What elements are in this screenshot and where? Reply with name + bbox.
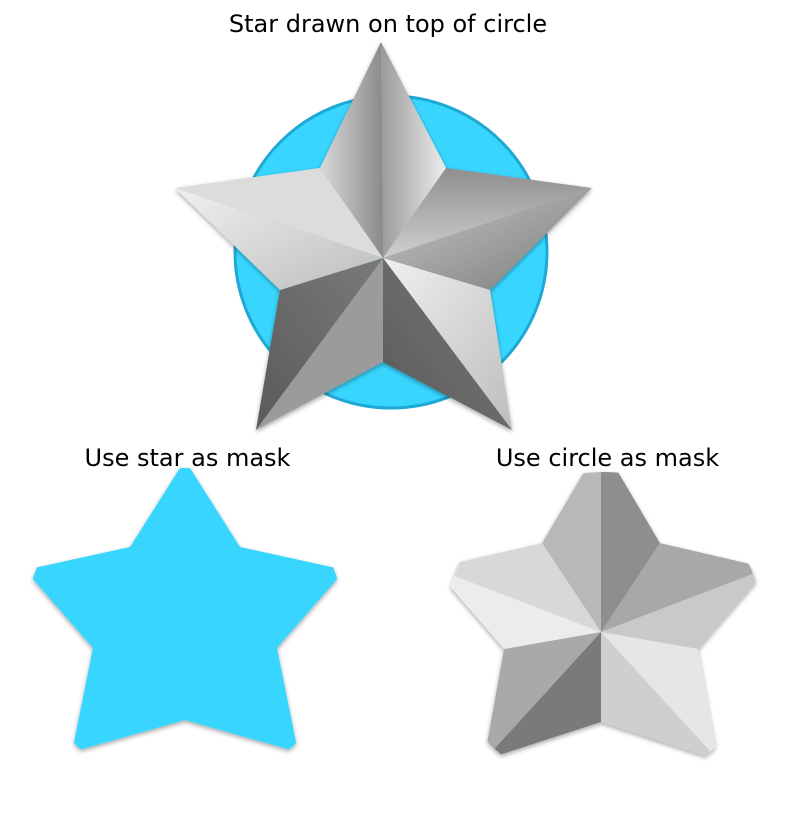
right-figure	[444, 472, 764, 760]
metal-star	[175, 42, 592, 430]
metal-masked-star	[444, 472, 764, 760]
caption-top: Star drawn on top of circle	[228, 10, 548, 38]
left-figure	[25, 468, 345, 752]
blue-masked-star	[25, 468, 345, 752]
caption-left: Use star as mask	[84, 444, 291, 472]
top-figure	[175, 42, 592, 430]
caption-right: Use circle as mask	[495, 444, 720, 472]
